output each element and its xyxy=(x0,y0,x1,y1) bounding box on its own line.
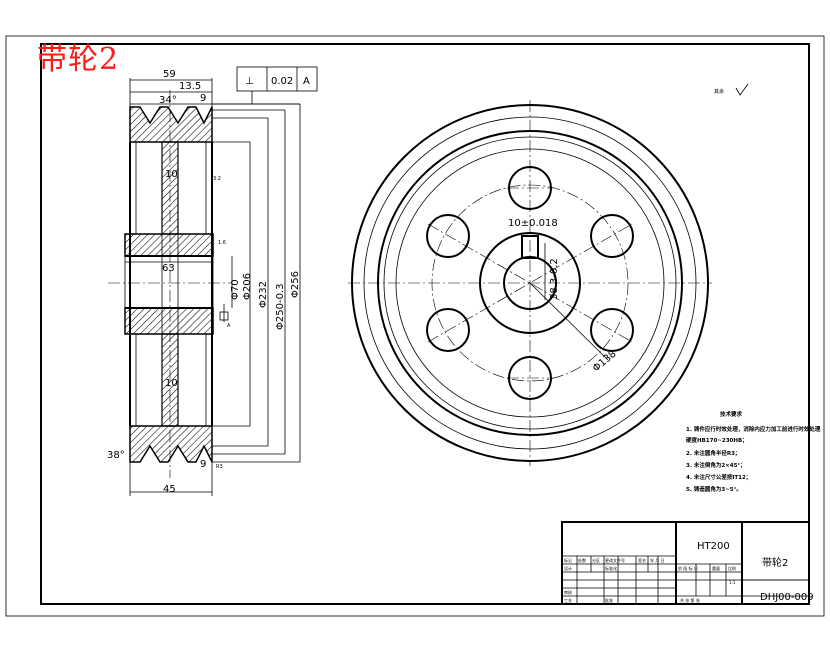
dim-dia-206: Φ206 xyxy=(242,273,253,300)
tolerance-frame xyxy=(236,66,318,104)
tech-req-item-6: 5. 铸造圆角为3~5°。 xyxy=(686,485,742,493)
dim-ra-2: 1.6 xyxy=(218,240,226,246)
dim-ra-1: 3.2 xyxy=(213,176,221,182)
roughness-label: 其余 xyxy=(714,88,724,95)
side-dimensions xyxy=(129,78,301,496)
tolerance-value: 0.02 xyxy=(271,76,293,87)
tb-stage: 阶 段 标 记 xyxy=(678,565,698,571)
dim-dia-256: Φ256 xyxy=(290,271,301,298)
tech-req-item-3: 2. 未注圆角半径R3； xyxy=(686,449,740,457)
tech-req-title: 技术要求 xyxy=(720,410,743,418)
dim-web-lower: 10 xyxy=(165,378,178,389)
tb-sheets: 共 张 第 张 xyxy=(680,597,700,603)
tb-zone: 分区 xyxy=(592,557,600,563)
tb-drawing-no: DHJ00-009 xyxy=(760,592,814,603)
inner-frame xyxy=(40,43,810,605)
tech-req-item-1: 1. 铸件应行时效处理，消除内应力加工前进行时效处理 xyxy=(686,425,821,433)
tech-req-item-5: 4. 未注尺寸公差按IT12； xyxy=(686,473,751,481)
tb-weight: 重量 xyxy=(712,565,720,571)
keyway-depth: 38.3-0.2 xyxy=(549,258,560,300)
tech-req-item-4: 3. 未注倒角为2×45°； xyxy=(686,461,746,469)
bolt-circle-dia: Φ138 xyxy=(591,349,619,375)
hub-upper xyxy=(124,233,214,257)
tb-approve: 批准 xyxy=(605,597,613,603)
tb-process: 工艺 xyxy=(564,598,572,603)
tb-sign: 签名 xyxy=(638,557,646,563)
hub-lower xyxy=(124,307,214,335)
tolerance-symbol: ⊥ xyxy=(245,76,254,87)
dim-groove-edge-bottom: 9 xyxy=(200,459,206,470)
tb-scale: 1:1 xyxy=(729,580,736,585)
dim-dia-250: Φ250-0.3 xyxy=(275,284,286,330)
tolerance-datum: A xyxy=(303,76,310,87)
dim-hub-label: 63 xyxy=(162,263,175,274)
tb-review: 审核 xyxy=(564,589,572,595)
dim-web-upper: 10 xyxy=(165,169,178,180)
tb-standard: 标准化 xyxy=(605,565,617,571)
front-view xyxy=(348,100,712,466)
tech-req-item-2: 硬度HB170~230HB； xyxy=(686,436,748,444)
drawing-caption: 带轮2 xyxy=(37,42,120,77)
dim-width-top: 59 xyxy=(163,69,176,80)
dim-rim-r: R3 xyxy=(216,464,223,470)
dim-dia-232: Φ232 xyxy=(258,281,269,308)
side-section-view xyxy=(108,90,232,478)
tb-part-name: 带轮2 xyxy=(762,556,788,569)
tb-change-doc: 更改文件号 xyxy=(605,557,625,563)
tb-design: 设计 xyxy=(564,565,572,571)
top-rim-section xyxy=(129,106,213,143)
roughness-check-icon xyxy=(735,83,749,96)
tb-count: 处数 xyxy=(578,557,586,563)
dim-groove-angle-top: 34° xyxy=(159,95,177,106)
dim-dia-70: Φ70 xyxy=(230,279,241,300)
title-block xyxy=(561,521,810,605)
dim-datum-a: A xyxy=(227,323,231,329)
dim-groove-pitch: 13.5 xyxy=(179,81,201,92)
keyway-width: 10±0.018 xyxy=(508,218,558,229)
outer-border xyxy=(5,35,825,617)
dim-groove-angle-bottom: 38° xyxy=(107,450,125,461)
dim-hub-width: 45 xyxy=(163,484,176,495)
tb-date: 年 月 日 xyxy=(650,557,665,563)
tb-mark: 标记 xyxy=(564,557,572,563)
tb-material: HT200 xyxy=(697,541,730,552)
dim-groove-edge: 9 xyxy=(200,93,206,104)
bottom-rim-section xyxy=(129,425,213,463)
tb-scale-label: 比例 xyxy=(728,565,736,571)
